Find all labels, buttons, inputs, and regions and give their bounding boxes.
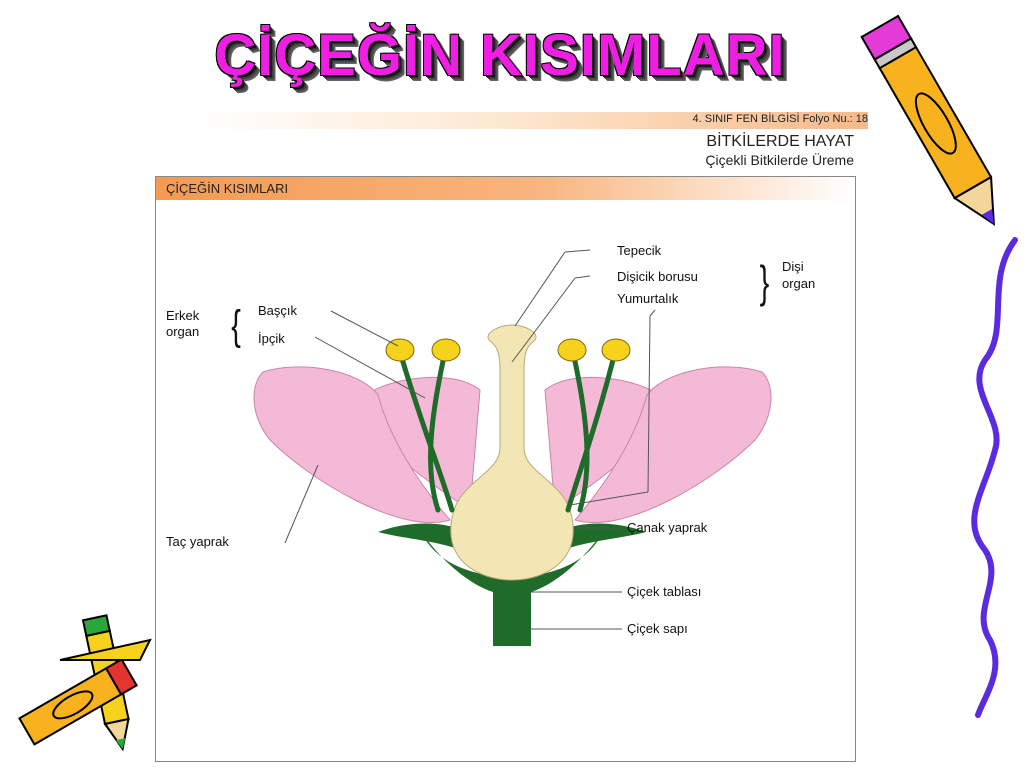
panel-heading: ÇİÇEĞİN KISIMLARI bbox=[156, 177, 855, 200]
label-disi: Dişi bbox=[782, 259, 804, 274]
filament-4 bbox=[565, 349, 618, 513]
anther-3 bbox=[557, 338, 587, 362]
label-tepecik: Tepecik bbox=[617, 243, 662, 258]
sepal-left bbox=[378, 523, 460, 548]
filament-2 bbox=[428, 349, 448, 513]
label-bascik: Başçık bbox=[258, 303, 298, 318]
subject-title: BİTKİLERDE HAYAT bbox=[706, 133, 854, 150]
brace-erkek: { bbox=[231, 302, 241, 349]
anther-1 bbox=[385, 338, 415, 362]
label-yumurtalik: Yumurtalık bbox=[617, 291, 679, 306]
folio-bar bbox=[190, 112, 868, 129]
sepal-right bbox=[564, 523, 646, 548]
pencil-icon bbox=[860, 14, 995, 226]
stem bbox=[493, 588, 531, 646]
petal-right bbox=[574, 366, 772, 523]
wavy-line-decoration bbox=[971, 237, 1018, 718]
brace-disi: } bbox=[760, 256, 770, 306]
pistil bbox=[450, 324, 574, 581]
label-disi-organ: organ bbox=[782, 276, 815, 291]
label-disicik-borusu: Dişicik borusu bbox=[617, 269, 698, 284]
topic-subtitle: Çiçekli Bitkilerde Üreme bbox=[705, 152, 854, 168]
label-tac-yaprak: Taç yaprak bbox=[166, 534, 229, 549]
slide-title: ÇİÇEĞİN KISIMLARI bbox=[214, 23, 786, 88]
filament-3 bbox=[570, 349, 590, 513]
label-cicek-sapi: Çiçek sapı bbox=[627, 621, 688, 636]
receptacle bbox=[420, 530, 604, 592]
label-erkek-organ: organ bbox=[166, 324, 199, 339]
label-ipcik: İpçik bbox=[258, 331, 285, 346]
label-erkek: Erkek bbox=[166, 308, 200, 323]
anther-4 bbox=[601, 338, 631, 362]
petal-left bbox=[253, 366, 451, 523]
anther-2 bbox=[431, 338, 461, 362]
pencils-icon bbox=[18, 614, 152, 752]
folio-number: 4. SINIF FEN BİLGİSİ Folyo Nu.: 18 bbox=[692, 113, 868, 125]
label-cicek-tablasi: Çiçek tablası bbox=[627, 584, 701, 599]
label-canak-yaprak: Çanak yaprak bbox=[627, 520, 708, 535]
